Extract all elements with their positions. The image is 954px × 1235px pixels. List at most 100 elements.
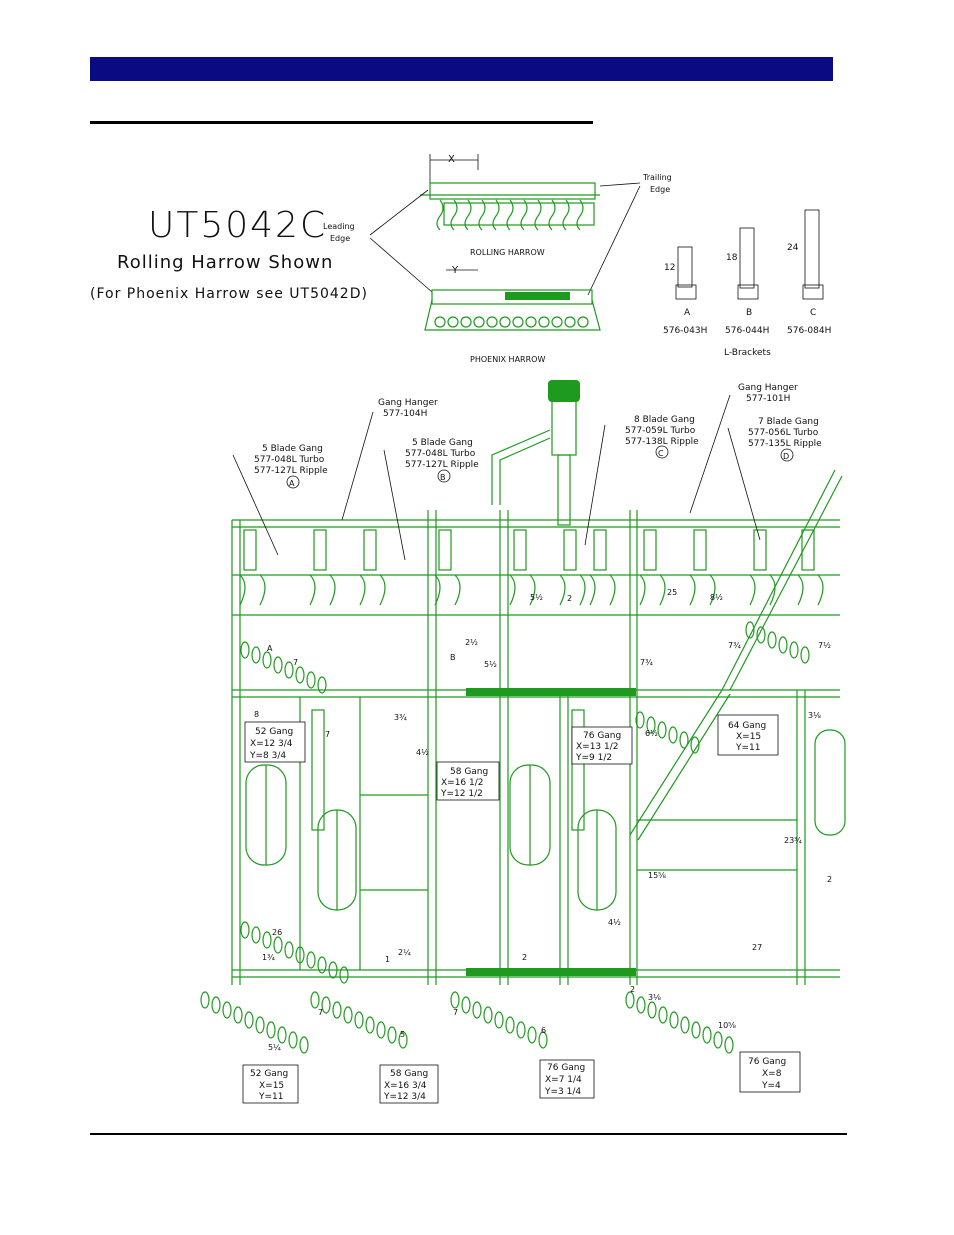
disc-blade xyxy=(262,931,272,949)
disc-blade xyxy=(284,661,294,679)
disc-blade xyxy=(658,1006,668,1024)
disc-blade xyxy=(680,1016,690,1034)
phoenix-harrow-label: PHOENIX HARROW xyxy=(470,355,545,364)
phoenix-harrow-drawing: Y PHOENIX HARROW xyxy=(424,265,601,364)
svg-text:15⅝: 15⅝ xyxy=(648,871,666,880)
gang-blade xyxy=(639,574,666,606)
svg-text:577-104H: 577-104H xyxy=(383,409,427,419)
harrow-tine xyxy=(534,199,542,231)
disc-blade xyxy=(339,966,349,984)
gang-blade xyxy=(309,574,336,606)
disc-blade xyxy=(211,996,221,1014)
svg-text:577-059L Turbo: 577-059L Turbo xyxy=(625,426,696,436)
gang-spring xyxy=(693,529,707,571)
svg-text:7¾: 7¾ xyxy=(640,658,653,667)
header-bar xyxy=(90,57,833,81)
svg-text:2: 2 xyxy=(567,594,572,603)
gang-blade xyxy=(797,574,824,606)
gang-spring xyxy=(313,529,327,571)
svg-text:58 Gang: 58 Gang xyxy=(390,1069,428,1079)
disc-blade xyxy=(767,631,777,649)
svg-text:Y=3 1/4: Y=3 1/4 xyxy=(544,1087,581,1097)
svg-text:5½: 5½ xyxy=(484,660,497,669)
svg-text:24: 24 xyxy=(787,243,799,253)
disc-blade xyxy=(387,1026,397,1044)
gang-box-52-upper: 52 Gang X=12 3/4 Y=8 3/4 xyxy=(244,721,306,763)
gang-blade xyxy=(589,574,616,606)
disc-blade xyxy=(527,1026,537,1044)
gang-box-52-lower: 52 Gang X=15 Y=11 xyxy=(242,1064,299,1104)
svg-text:576-044H: 576-044H xyxy=(725,326,769,336)
disc-blade xyxy=(702,1026,712,1044)
svg-text:X=13 1/2: X=13 1/2 xyxy=(576,742,619,752)
model-subtitle: Rolling Harrow Shown xyxy=(117,252,334,273)
gang-blade xyxy=(689,574,716,606)
harrow-wheel xyxy=(499,316,511,328)
trailing-edge-label-1: Trailing xyxy=(642,173,672,182)
disc-blade xyxy=(691,1021,701,1039)
svg-text:A: A xyxy=(267,644,273,653)
svg-text:577-127L Ripple: 577-127L Ripple xyxy=(254,466,328,476)
svg-text:8: 8 xyxy=(254,710,259,719)
svg-text:X=15: X=15 xyxy=(259,1081,284,1091)
harrow-tine xyxy=(548,199,556,231)
disc-blade xyxy=(284,941,294,959)
disc-blade xyxy=(745,621,755,639)
svg-text:B: B xyxy=(440,473,446,482)
model-title: UT5042C xyxy=(148,205,328,246)
disc-blade xyxy=(266,1021,276,1039)
svg-text:5 Blade Gang: 5 Blade Gang xyxy=(412,438,473,448)
gang-box-58-upper: 58 Gang X=16 1/2 Y=12 1/2 xyxy=(436,761,500,801)
svg-text:2¼: 2¼ xyxy=(398,948,411,957)
l-bracket-a: 12 A 576-043H xyxy=(663,246,707,336)
gang-spring xyxy=(438,529,452,571)
svg-text:577-048L Turbo: 577-048L Turbo xyxy=(405,449,476,459)
harrow-wheel xyxy=(447,316,459,328)
svg-text:64 Gang: 64 Gang xyxy=(728,721,766,731)
disc-blade xyxy=(262,651,272,669)
svg-text:X=8: X=8 xyxy=(762,1069,782,1079)
disc-blade xyxy=(690,736,700,754)
svg-text:5¼: 5¼ xyxy=(268,1043,281,1052)
gang-blade xyxy=(239,574,266,606)
disc-blade xyxy=(657,721,667,739)
disc-blade xyxy=(789,641,799,659)
harrow-wheel xyxy=(460,316,472,328)
svg-text:7: 7 xyxy=(325,730,330,739)
callout-gang-hanger-104h: Gang Hanger 577-104H xyxy=(341,398,438,521)
gang-box-76-lower: 76 Gang X=7 1/4 Y=3 1/4 xyxy=(539,1059,595,1099)
disc-blade xyxy=(233,1006,243,1024)
svg-text:Y=12 1/2: Y=12 1/2 xyxy=(440,789,483,799)
disc-blade xyxy=(646,716,656,734)
gang-blade xyxy=(434,574,461,606)
dim-y-label: Y xyxy=(451,265,459,276)
svg-text:8 Blade Gang: 8 Blade Gang xyxy=(634,415,695,425)
svg-text:Gang Hanger: Gang Hanger xyxy=(738,383,798,393)
svg-text:Y=12 3/4: Y=12 3/4 xyxy=(383,1092,426,1102)
disc-blade xyxy=(273,656,283,674)
svg-text:576-043H: 576-043H xyxy=(663,326,707,336)
disc-blade xyxy=(494,1011,504,1029)
harrow-wheel xyxy=(551,316,563,328)
disc-blade xyxy=(317,676,327,694)
harrow-wheel xyxy=(512,316,524,328)
l-bracket-c: 24 C 576-084H xyxy=(787,209,831,336)
harrow-tine xyxy=(576,199,584,231)
svg-text:X=7 1/4: X=7 1/4 xyxy=(545,1075,582,1085)
svg-text:577-056L Turbo: 577-056L Turbo xyxy=(748,428,819,438)
svg-text:Y=4: Y=4 xyxy=(761,1081,781,1091)
harrow-wheel xyxy=(473,316,485,328)
gang-spring xyxy=(563,529,577,571)
leading-edge-label-2: Edge xyxy=(330,234,350,243)
leading-edge-label-1: Leading xyxy=(323,222,355,231)
callout-7-blade-gang-d: 7 Blade Gang 577-056L Turbo 577-135L Rip… xyxy=(727,417,822,541)
svg-text:1: 1 xyxy=(385,955,390,964)
harrow-wheel xyxy=(577,316,589,328)
svg-text:6: 6 xyxy=(541,1026,546,1035)
svg-text:577-101H: 577-101H xyxy=(746,394,790,404)
svg-text:577-138L Ripple: 577-138L Ripple xyxy=(625,437,699,447)
svg-text:2: 2 xyxy=(630,985,635,994)
disc-blade xyxy=(450,991,460,1009)
svg-text:Y=11: Y=11 xyxy=(735,743,761,753)
svg-text:18: 18 xyxy=(726,253,738,263)
